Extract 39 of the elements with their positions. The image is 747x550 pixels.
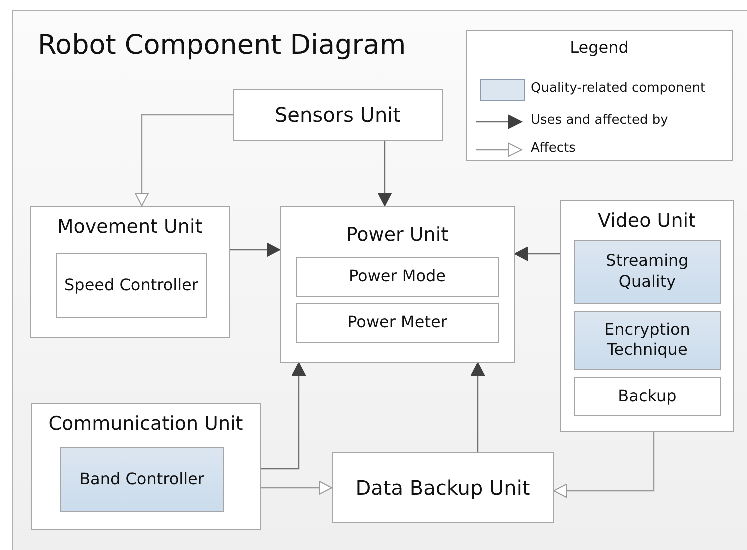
unit-box	[233, 89, 443, 141]
component-box	[60, 447, 224, 512]
arrow	[378, 141, 392, 206]
arrow	[261, 481, 332, 495]
arrow	[514, 247, 560, 261]
unit-box	[332, 452, 554, 523]
component-label: Sensors Unit	[274, 102, 402, 128]
legend-label: Quality-related component	[531, 81, 706, 96]
legend-label: Affects	[531, 141, 576, 156]
component-box	[296, 303, 499, 343]
unit-heading: Communication Unit	[48, 412, 244, 437]
diagram-title: Robot Component Diagram	[38, 30, 406, 61]
unit-box	[30, 206, 230, 338]
arrow	[554, 432, 655, 498]
component-box	[574, 240, 721, 304]
component-label: Streaming Quality	[605, 251, 690, 293]
component-label: Power Mode	[348, 266, 448, 288]
unit-heading: Movement Unit	[56, 215, 204, 240]
unit-heading: Video Unit	[597, 209, 697, 234]
unit-box	[280, 206, 515, 363]
unit-heading: Power Unit	[345, 223, 450, 248]
arrow	[261, 362, 306, 470]
unit-box	[560, 200, 734, 432]
component-label: Power Meter	[346, 312, 448, 334]
legend-label: Uses and affected by	[531, 113, 668, 128]
component-box	[574, 311, 721, 370]
unit-box	[31, 403, 261, 530]
arrow	[471, 362, 485, 452]
component-box	[296, 257, 499, 297]
component-label: Encryption Technique	[604, 320, 692, 362]
component-box	[56, 253, 207, 318]
arrow	[135, 114, 233, 206]
component-label: Backup	[617, 386, 678, 407]
component-label: Band Controller	[78, 469, 206, 490]
arrow	[230, 243, 280, 257]
component-box	[574, 377, 721, 416]
legend-heading: Legend	[569, 38, 630, 57]
component-label: Data Backup Unit	[354, 474, 532, 500]
component-label: Speed Controller	[64, 275, 200, 296]
